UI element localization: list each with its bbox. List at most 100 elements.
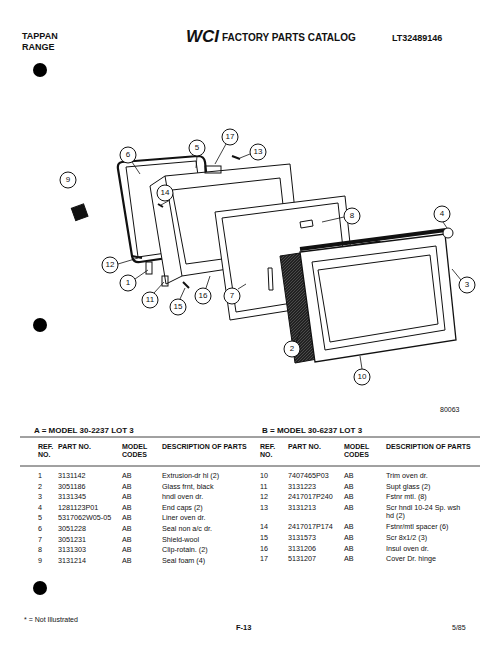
table-cell: 3131213 [288,504,316,512]
table-cell: Seal non a/c dr. [162,525,257,533]
table-cell: 3051228 [58,525,86,533]
column-header: PART NO. [58,443,118,451]
table-cell: AB [344,534,354,542]
table-cell: AB [122,536,132,544]
column-header: DESCRIPTION OF PARTS [386,443,474,451]
table-cell: 5131207 [288,555,316,563]
table-cell: 15 [260,534,268,542]
callout-number: 6 [126,151,130,160]
table-cell: 3131214 [58,557,86,565]
callout-number: 5 [195,144,199,153]
table-cell: 5317062W05-05 [58,514,111,522]
column-header: REF. NO. [260,443,278,458]
table-cell: AB [122,525,132,533]
table-cell: Cover Dr. hinge [386,555,466,563]
column-header: DESCRIPTION OF PARTS [162,443,250,451]
table-cell: 7 [38,536,42,544]
callout-number: 8 [350,212,354,221]
callout-number: 7 [230,292,234,301]
table-cell: 2417017P240 [288,493,333,501]
table-cell: AB [122,557,132,565]
table-cell: hndl oven dr. [162,493,257,501]
callout-number: 3 [465,281,469,290]
table-cell: AB [122,504,132,512]
table-cell: AB [122,493,132,501]
table-cell: Supt glass (2) [386,483,466,491]
table-cell: Shield-wool [162,536,257,544]
model-legend: A = MODEL 30-2237 LOT 3 [34,427,134,436]
table-cell: 7407465P03 [288,472,329,480]
column-header: PART NO. [288,443,348,451]
callout-number: 4 [440,210,444,219]
table-cell: 3131206 [288,545,316,553]
callout-number: 10 [358,373,367,382]
callout-number: 1 [126,279,130,288]
brand-logo: WCI [186,28,219,47]
table-cell: End caps (2) [162,504,257,512]
table-cell: 1281123P01 [58,504,98,512]
table-cell: 16 [260,545,268,553]
table-cell: 2417017P174 [288,523,333,531]
table-cell: 14 [260,523,268,531]
table-cell: 8 [38,546,42,554]
table-cell: 12 [260,493,268,501]
table-cell: 3131142 [58,472,85,480]
model-legend: B = MODEL 30-6237 LOT 3 [262,427,362,436]
table-cell: Liner oven dr. [162,514,257,522]
column-header: MODEL CODES [122,443,156,458]
table-cell: AB [344,555,354,563]
table-cell: Clip-rotain. (2) [162,546,257,554]
table-cell: AB [344,523,354,531]
callout-number: 2 [290,345,294,354]
table-cell: AB [122,514,132,522]
table-cell: Glass frnt, black [162,483,257,491]
table-cell: 13 [260,504,268,512]
callout-number: 9 [66,176,70,185]
table-cell: Seal foam (4) [162,557,257,565]
table-cell: 3131345 [58,493,86,501]
table-cell: AB [122,546,132,554]
table-cell: 3051186 [58,483,85,491]
header-text: TAPPAN [22,32,58,42]
table-cell: 3051231 [58,536,86,544]
callout-number: 11 [146,296,154,305]
date-code: 5/85 [452,624,466,632]
table-cell: 3131303 [58,546,86,554]
table-cell: AB [344,493,354,501]
table-cell: 4 [38,504,42,512]
column-header: REF. NO. [38,443,56,458]
table-cell: AB [344,483,354,491]
table-cell: 10 [260,472,268,480]
table-cell: 5 [38,514,42,522]
callout-number: 16 [199,292,208,301]
callout-number: 12 [106,261,115,270]
table-cell: AB [344,545,354,553]
table-cell: Scr 8x1/2 (3) [386,534,466,542]
header-text: RANGE [22,43,55,53]
table-cell: Trim oven dr. [386,472,466,480]
table-cell: Insul oven dr. [386,545,466,553]
column-header: MODEL CODES [344,443,378,458]
table-cell: Scr hndl 10-24 Sp. wsh hd (2) [386,504,466,520]
callout-number: 15 [174,303,183,312]
callout-number: 17 [226,133,235,142]
table-cell: 11 [260,483,267,491]
table-cell: AB [122,472,132,480]
table-cell: 3 [38,493,42,501]
table-cell: AB [344,472,354,480]
table-cell: 2 [38,483,42,491]
table-cell: AB [122,483,132,491]
footnote: * = Not Illustrated [24,616,78,624]
callout-number: 14 [161,189,170,198]
table-cell: 9 [38,557,42,565]
table-cell: Extrusion-dr hl (2) [162,472,257,480]
catalog-title: FACTORY PARTS CATALOG [222,32,356,43]
table-cell: AB [344,504,354,512]
table-cell: 1 [38,472,42,480]
page-number: F-13 [236,624,251,632]
header-text: LT32489146 [392,34,442,44]
table-cell: Fstnr mtl. (8) [386,493,466,501]
table-cell: 17 [260,555,268,563]
table-cell: 3131223 [288,483,316,491]
